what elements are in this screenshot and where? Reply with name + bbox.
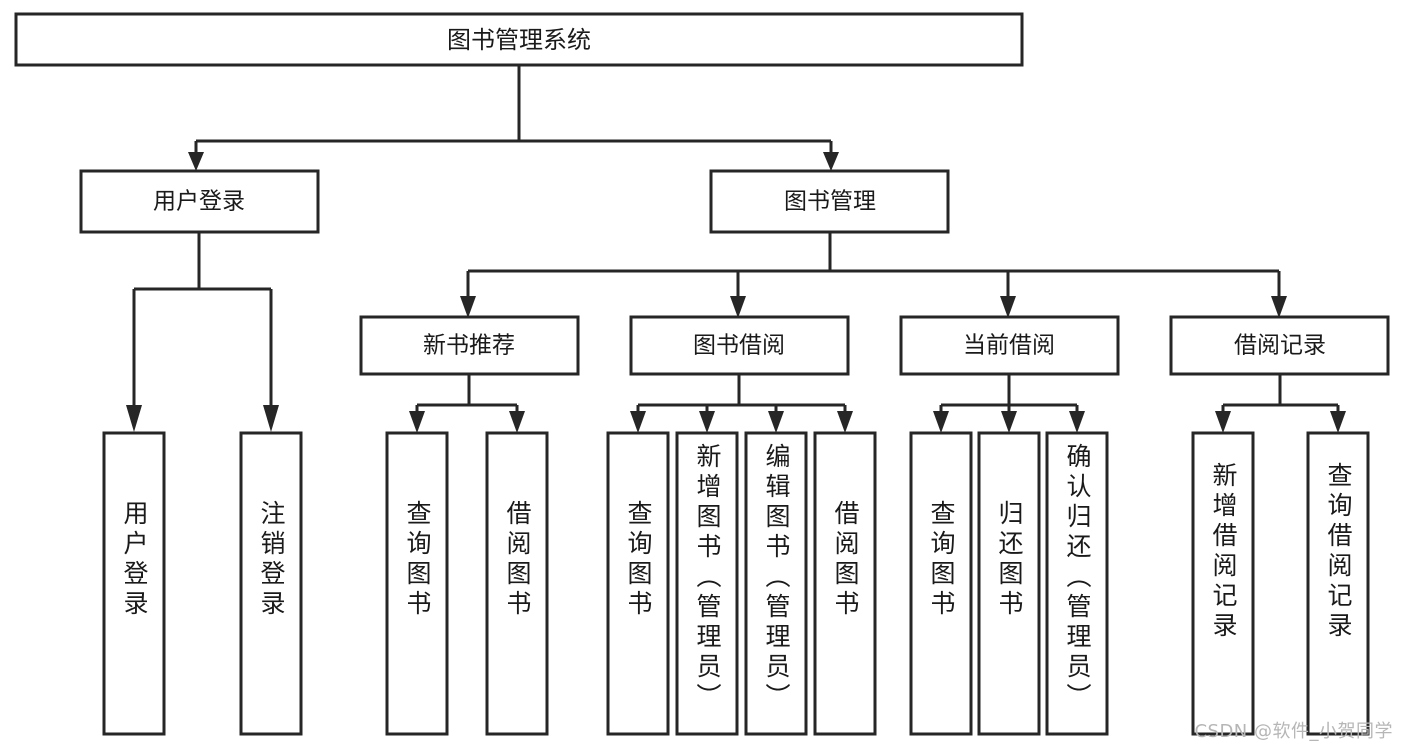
node-box-leaf-add-book[interactable] [675,431,739,736]
node-box-leaf-query-record[interactable] [1306,431,1370,736]
node-box-leaf-user-login[interactable] [102,431,166,736]
arrow-leaf-user-login [126,405,142,432]
node-box-leaf-borrow-book-2[interactable] [813,431,877,736]
arrow-leaf-query-record [1330,411,1346,433]
node-box-leaf-add-record[interactable] [1191,431,1255,736]
arrow-leaf-return-book [1001,411,1017,433]
node-label-borrow-record: 借阅记录 [1234,333,1326,359]
node-box-current-borrow[interactable] [899,315,1120,376]
arrow-leaf-add-book [699,411,715,433]
node-box-leaf-borrow-book-1[interactable] [485,431,549,736]
connector-layer [126,65,1346,433]
arrow-leaf-query-book-1 [409,411,425,433]
arrow-leaf-confirm-return [1069,411,1085,433]
arrow-book-manage [823,152,839,171]
arrow-leaf-query-book-2 [630,411,646,433]
node-label-book-manage: 图书管理 [784,189,876,215]
node-box-leaf-query-book-2[interactable] [606,431,670,736]
arrow-new-book-rec [460,296,476,318]
node-box-borrow-record[interactable] [1169,315,1390,376]
node-box-new-book-rec[interactable] [359,315,580,376]
arrow-leaf-add-record [1215,411,1231,433]
node-box-root[interactable] [14,12,1024,67]
node-label-new-book-rec: 新书推荐 [423,333,515,359]
node-label-book-borrow: 图书借阅 [693,333,785,359]
node-label-root: 图书管理系统 [447,26,591,54]
node-box-user-login[interactable] [79,169,320,234]
arrow-leaf-borrow-book-1 [509,411,525,433]
node-box-book-borrow[interactable] [629,315,850,376]
arrow-leaf-user-logout [263,405,279,432]
node-box-leaf-edit-book[interactable] [744,431,808,736]
node-box-leaf-user-logout[interactable] [239,431,303,736]
arrow-current-borrow [1000,296,1016,318]
arrow-leaf-edit-book [768,411,784,433]
node-layer: 图书管理系统 用户登录 图书管理 新书推荐 图书借阅 当前借阅 借阅记录 [14,12,1390,736]
arrow-user-login [188,152,204,171]
csdn-watermark: CSDN @软件_小贺同学 [1194,721,1393,742]
node-label-user-login: 用户登录 [153,189,245,215]
arrow-leaf-query-book-3 [933,411,949,433]
arrow-book-borrow [730,296,746,318]
node-label-current-borrow: 当前借阅 [963,333,1055,359]
node-box-leaf-query-book-1[interactable] [385,431,449,736]
node-box-leaf-query-book-3[interactable] [909,431,973,736]
node-box-leaf-confirm-return[interactable] [1045,431,1109,736]
node-box-book-manage[interactable] [709,169,950,234]
node-box-leaf-return-book[interactable] [977,431,1041,736]
arrow-leaf-borrow-book-2 [837,411,853,433]
arrow-borrow-record [1271,296,1287,318]
